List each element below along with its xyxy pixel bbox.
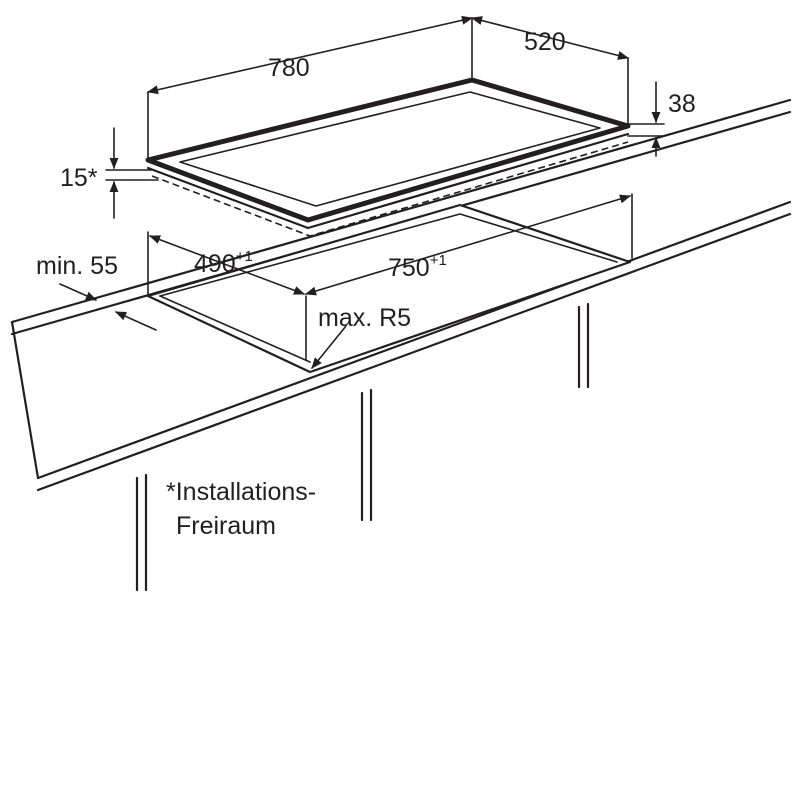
arrow-r5 <box>311 325 347 369</box>
footnote: *Installations- Freiraum <box>166 478 316 540</box>
dim-490: 490+1 <box>147 231 306 297</box>
hob-top-plate <box>145 77 631 223</box>
hob-front-edge <box>146 166 310 230</box>
dim-line-520 <box>470 16 630 60</box>
dim-750: 750+1 <box>304 193 633 296</box>
arrow-min55-out <box>114 311 157 331</box>
worktop-cutout <box>146 203 632 374</box>
label-490: 490+1 <box>194 248 253 278</box>
label-min-55: min. 55 <box>36 252 118 280</box>
label-780: 780 <box>268 54 310 82</box>
dim-min-55: min. 55 <box>36 252 157 331</box>
label-15: 15* <box>60 164 98 192</box>
dim-max-r5: max. R5 <box>305 295 411 369</box>
worktop-front-top-edge <box>36 200 792 480</box>
footnote-line-1: *Installations- <box>166 478 316 506</box>
worktop-left-edge <box>10 320 40 480</box>
dim-15: 15* <box>60 127 159 219</box>
dim-line-490 <box>148 235 306 295</box>
dim-38: 38 <box>627 81 696 157</box>
cutout-inner-left <box>159 295 311 363</box>
cabinet-supports <box>135 302 590 592</box>
label-max-r5: max. R5 <box>318 304 411 332</box>
label-520: 520 <box>524 28 566 56</box>
label-750: 750+1 <box>388 252 447 282</box>
worktop-front-bottom-edge <box>36 212 792 492</box>
hob <box>145 77 631 237</box>
dim-line-780 <box>146 15 474 95</box>
dim-520: 520 <box>470 16 630 125</box>
arrow-min55-in <box>59 283 98 301</box>
label-38: 38 <box>668 90 696 118</box>
cutout-top-outline <box>146 203 632 374</box>
footnote-line-2: Freiraum <box>176 512 276 540</box>
hob-glass-inner <box>179 91 601 207</box>
dim-line-750 <box>304 194 632 296</box>
